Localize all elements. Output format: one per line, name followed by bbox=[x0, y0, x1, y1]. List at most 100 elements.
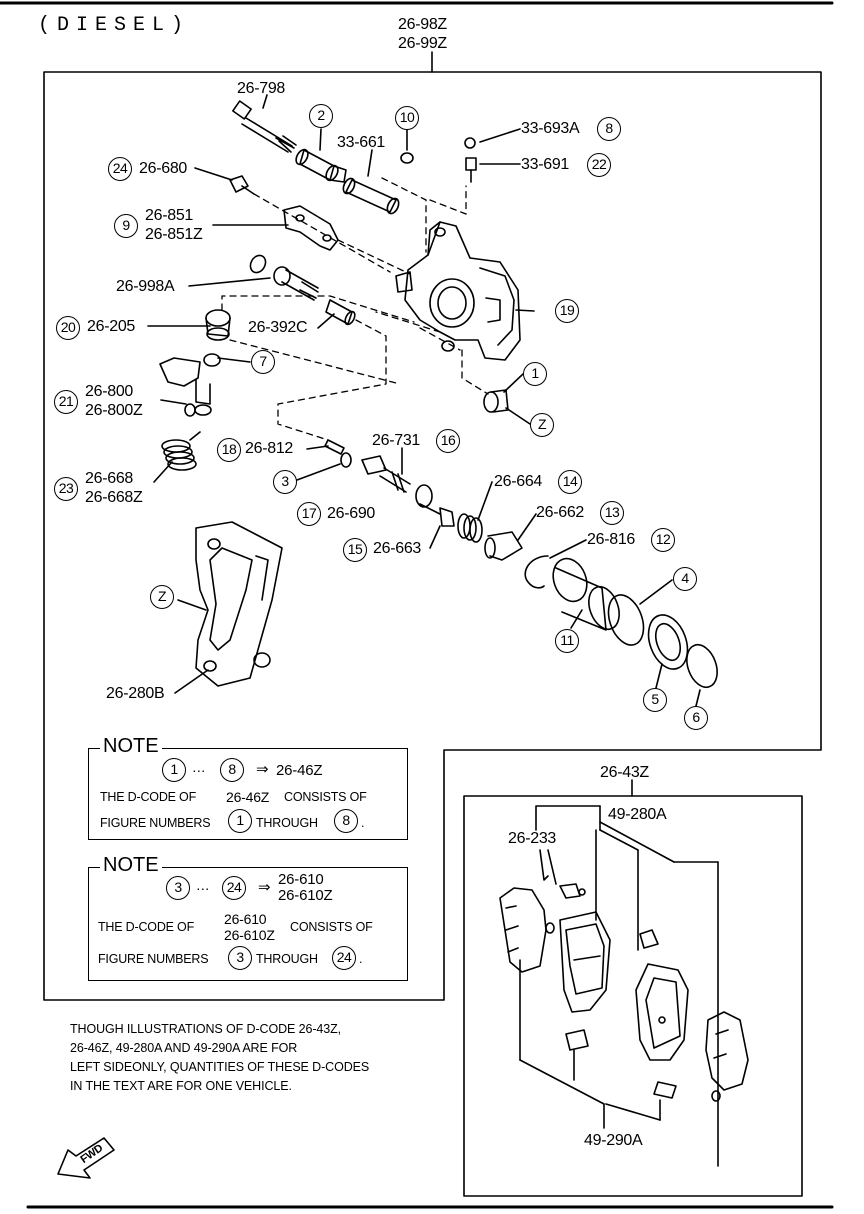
caliper-body-drawing bbox=[395, 221, 521, 361]
note-1-line3-from: 1 bbox=[228, 809, 252, 833]
label-26-998A: 26-998A bbox=[116, 278, 175, 295]
note-2-dots: ··· bbox=[196, 880, 210, 896]
label-26-812: 26-812 bbox=[245, 440, 294, 457]
collar-drawing bbox=[483, 389, 509, 413]
label-26-662: 26-662 bbox=[536, 504, 585, 521]
note-1-line3a: FIGURE NUMBERS bbox=[100, 816, 211, 830]
label-26-851Z: 26-851Z bbox=[145, 226, 203, 243]
note-2-arrow: ⇒ bbox=[258, 879, 271, 896]
fwd-arrow-drawing bbox=[57, 1137, 115, 1179]
label-26-280B: 26-280B bbox=[106, 685, 165, 702]
ref-11: 11 bbox=[555, 629, 579, 653]
washer-drawing bbox=[415, 484, 433, 508]
note-1-line3-to: 8 bbox=[334, 809, 358, 833]
label-26-851: 26-851 bbox=[145, 207, 194, 224]
page-title: (DIESEL) bbox=[38, 14, 191, 37]
boot-drawing bbox=[205, 309, 231, 341]
bracket-drawing bbox=[283, 205, 339, 251]
ref-9: 9 bbox=[114, 214, 138, 238]
caliper-bracket-drawing bbox=[195, 521, 283, 687]
spring-cover-drawing bbox=[484, 531, 523, 561]
ref-17: 17 bbox=[297, 502, 321, 526]
note-1-line3c: . bbox=[361, 816, 365, 830]
note-2-line2a: THE D-CODE OF bbox=[98, 920, 195, 934]
small-pin-drawing bbox=[324, 439, 345, 455]
note-2-to: 24 bbox=[222, 876, 246, 900]
note-1-line2c: CONSISTS OF bbox=[284, 790, 367, 804]
label-26-731: 26-731 bbox=[372, 432, 421, 449]
ref-16: 16 bbox=[436, 429, 460, 453]
label-26-43Z: 26-43Z bbox=[600, 764, 649, 781]
small-bolt-drawing bbox=[229, 175, 255, 195]
bleeder-cap-drawing bbox=[464, 137, 476, 149]
label-26-816: 26-816 bbox=[587, 531, 636, 548]
seal-ring-drawing bbox=[607, 594, 645, 646]
ref-14: 14 bbox=[558, 470, 582, 494]
ref-2: 2 bbox=[309, 104, 333, 128]
note-2-code-b: 26-610Z bbox=[278, 887, 333, 904]
footnote-line-2: 26-46Z, 49-280A AND 49-290A ARE FOR bbox=[70, 1041, 298, 1055]
note-2-line3-to: 24 bbox=[332, 946, 356, 970]
note-2-title: NOTE bbox=[100, 854, 162, 877]
label-26-798: 26-798 bbox=[237, 80, 286, 97]
label-26-205: 26-205 bbox=[87, 318, 136, 335]
dashed-guides bbox=[221, 177, 489, 441]
ref-1: 1 bbox=[523, 362, 547, 386]
note-2-line3a: FIGURE NUMBERS bbox=[98, 952, 209, 966]
ref-8: 8 bbox=[597, 117, 621, 141]
bushing-drawing bbox=[325, 299, 356, 326]
pin-bolt-drawing bbox=[249, 254, 319, 301]
ref-21: 21 bbox=[54, 390, 78, 414]
label-33-693A: 33-693A bbox=[521, 120, 580, 137]
label-49-280A: 49-280A bbox=[608, 806, 667, 823]
ref-15: 15 bbox=[343, 538, 367, 562]
assembly-code-a: 26-98Z bbox=[398, 16, 447, 33]
push-rod-drawing bbox=[361, 455, 411, 493]
note-2-line2d: CONSISTS OF bbox=[290, 920, 373, 934]
note-1-line3b: THROUGH bbox=[256, 816, 318, 830]
ref-20: 20 bbox=[56, 316, 80, 340]
label-26-663: 26-663 bbox=[373, 540, 422, 557]
note-2-line3c: . bbox=[359, 952, 363, 966]
ref-3: 3 bbox=[273, 470, 297, 494]
cap-drawing bbox=[400, 152, 414, 164]
label-26-668Z: 26-668Z bbox=[85, 489, 143, 506]
label-26-233: 26-233 bbox=[508, 830, 557, 847]
ref-Z-top: Z bbox=[530, 413, 554, 437]
label-26-690: 26-690 bbox=[327, 505, 376, 522]
note-1-arrow: ⇒ bbox=[256, 761, 269, 778]
note-box-1 bbox=[88, 748, 408, 840]
note-1-from: 1 bbox=[162, 758, 186, 782]
ref-4: 4 bbox=[673, 567, 697, 591]
footnote-line-1: THOUGH ILLUSTRATIONS OF D-CODE 26-43Z, bbox=[70, 1022, 342, 1036]
label-26-800: 26-800 bbox=[85, 383, 134, 400]
assembly-frame bbox=[43, 71, 822, 1001]
label-26-392C: 26-392C bbox=[248, 319, 308, 336]
footnote-line-3: LEFT SIDEONLY, QUANTITIES OF THESE D-COD… bbox=[70, 1060, 370, 1074]
ref-23: 23 bbox=[54, 477, 78, 501]
pad-kit-frame bbox=[463, 795, 803, 1197]
label-33-691: 33-691 bbox=[521, 156, 570, 173]
label-26-680: 26-680 bbox=[139, 160, 188, 177]
lever-drawing bbox=[159, 353, 221, 417]
retaining-ring-drawing bbox=[686, 643, 718, 689]
bolt-drawing bbox=[232, 100, 297, 153]
note-1-title: NOTE bbox=[100, 735, 162, 758]
guide-pin-drawing bbox=[342, 177, 400, 215]
footnote-line-4: IN THE TEXT ARE FOR ONE VEHICLE. bbox=[70, 1079, 292, 1093]
ref-7: 7 bbox=[251, 350, 275, 374]
ref-13: 13 bbox=[600, 501, 624, 525]
note-2-line2c: 26-610Z bbox=[224, 927, 275, 943]
spring-drawing bbox=[161, 431, 201, 471]
label-33-661: 33-661 bbox=[337, 134, 386, 151]
note-2-line3-from: 3 bbox=[228, 946, 252, 970]
pad-kit-drawing bbox=[499, 805, 749, 1167]
ref-Z-bracket: Z bbox=[150, 585, 174, 609]
note-1-code: 26-46Z bbox=[276, 762, 323, 779]
note-2-line2b: 26-610 bbox=[224, 911, 267, 927]
ref-5: 5 bbox=[643, 688, 667, 712]
note-2-code-a: 26-610 bbox=[278, 871, 324, 888]
leader-lines bbox=[147, 94, 701, 707]
note-box-2 bbox=[88, 867, 408, 981]
ref-12: 12 bbox=[651, 528, 675, 552]
